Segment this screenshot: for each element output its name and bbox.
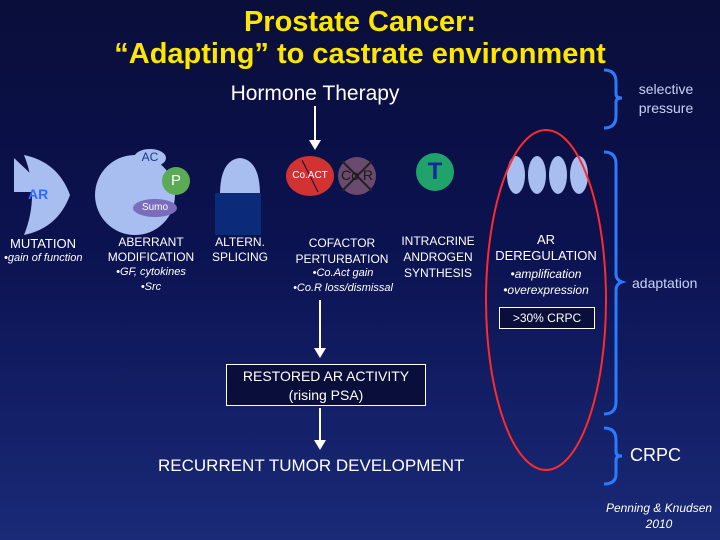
crpc-percent-box: >30% CRPC <box>499 307 595 329</box>
aberrant-title: ABERRANT MODIFICATION <box>96 235 206 265</box>
mutation-detail: •gain of function <box>4 252 82 264</box>
altern-splicing-title: ALTERN. SPLICING <box>204 235 276 265</box>
aberrant-detail: •GF, cytokines •Src <box>96 265 206 295</box>
restored-arrow-head <box>314 348 326 358</box>
spliced-receptor-base <box>215 193 261 235</box>
intracrine-title: INTRACRINE ANDROGEN SYNTHESIS <box>392 233 484 281</box>
therapy-arrow-head <box>309 140 321 150</box>
ar-dereg-ellipse <box>486 130 606 470</box>
ar-copy-2 <box>528 156 546 194</box>
adaptation-label: adaptation <box>632 275 697 291</box>
ar-dereg-detail: •amplification •overexpression <box>486 266 606 298</box>
ar-dereg-title: AR DEREGULATION <box>486 232 606 264</box>
spliced-receptor-top <box>220 158 260 195</box>
modified-receptor-shape <box>95 155 175 235</box>
coact-label: Co.ACT <box>285 170 335 181</box>
cofactor-title: COFACTOR PERTURBATION <box>282 235 402 267</box>
t-label: T <box>422 158 448 186</box>
ar-copy-3 <box>549 156 567 194</box>
citation: Penning & Knudsen 2010 <box>600 500 718 532</box>
ar-copy-4 <box>570 156 588 194</box>
ar-copy-1 <box>507 156 525 194</box>
selective-pressure-bracket <box>604 70 622 128</box>
crpc-label: CRPC <box>630 445 681 466</box>
recurrent-tumor-label: RECURRENT TUMOR DEVELOPMENT <box>158 456 464 476</box>
crpc-bracket <box>604 428 622 484</box>
restored-activity-box: RESTORED AR ACTIVITY (rising PSA) <box>226 364 426 406</box>
ac-label: AC <box>138 150 162 164</box>
cor-label: Co.R <box>338 167 376 183</box>
mutation-title: MUTATION <box>10 236 76 251</box>
ar-label: AR <box>28 186 48 202</box>
selective-pressure-label: selective pressure <box>628 80 704 118</box>
sumo-label: Sumo <box>137 202 173 213</box>
p-label: P <box>166 172 186 189</box>
recurrent-arrow-head <box>314 440 326 450</box>
